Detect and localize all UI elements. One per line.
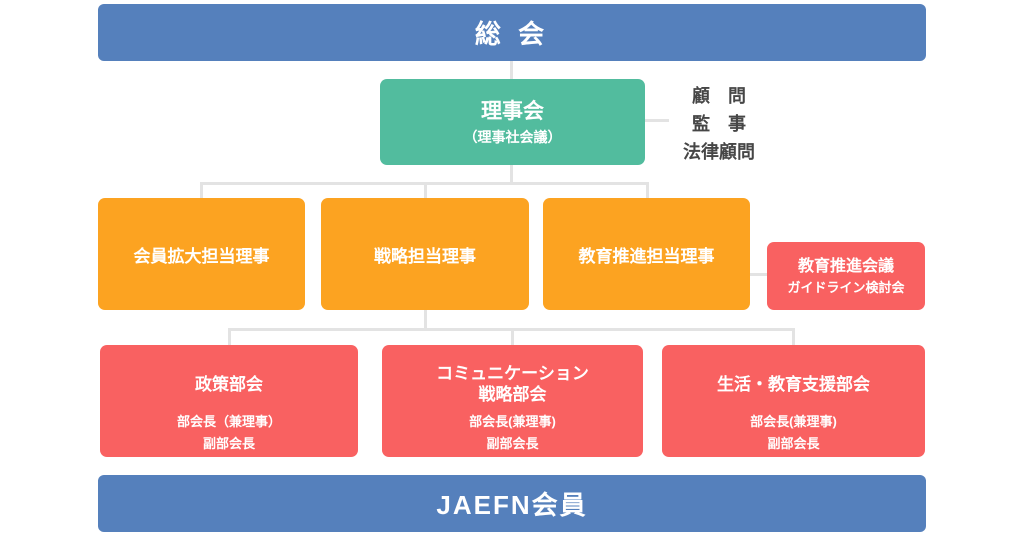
director-label: 教育推進担当理事 [578, 246, 715, 266]
director-box-strategy: 戦略担当理事 [321, 198, 529, 310]
committee-title: コミュニケーション 戦略部会 [436, 359, 589, 409]
committee-member-line: 部会長（兼理事） [176, 414, 281, 429]
general-assembly-bar: 総 会 [98, 4, 926, 61]
committee-title: 政策部会 [195, 359, 263, 409]
committee-title: 生活・教育支援部会 [717, 359, 870, 409]
committee-member-line: 部会長(兼理事) [469, 414, 556, 429]
board-subtitle: （理事社会議） [463, 128, 562, 145]
committee-title-line: 政策部会 [195, 374, 263, 394]
committee-title-line: コミュニケーション [436, 364, 589, 383]
connector-board-drop [510, 165, 513, 182]
education-council-box: 教育推進会議 ガイドライン検討会 [767, 242, 925, 310]
advisor-line: 法律顧問 [683, 142, 755, 162]
committee-box-policy: 政策部会 部会長（兼理事） 副部会長 [100, 345, 358, 457]
members-bar: JAEFN会員 [98, 475, 926, 532]
education-council-subtitle: ガイドライン検討会 [787, 279, 905, 295]
members-label: JAEFN会員 [436, 490, 588, 520]
committee-member-line: 副部会長 [486, 436, 539, 451]
board-box: 理事会 （理事社会議） [380, 79, 645, 165]
connector-drop-director-1 [200, 182, 203, 198]
committee-members: 部会長(兼理事) 副部会長 [750, 411, 837, 455]
education-council-title: 教育推進会議 [797, 257, 894, 275]
committee-box-life-education: 生活・教育支援部会 部会長(兼理事) 副部会長 [662, 345, 925, 457]
committee-members: 部会長（兼理事） 副部会長 [177, 411, 281, 455]
advisors-list: 顧 問 監 事 法律顧問 [663, 82, 775, 166]
advisor-line: 顧 問 [692, 86, 746, 106]
committee-member-line: 副部会長 [202, 436, 255, 451]
committee-members: 部会長(兼理事) 副部会長 [469, 411, 556, 455]
connector-drop-director-2 [424, 182, 427, 198]
connector-drop-committee-1 [228, 328, 231, 345]
general-assembly-label: 総 会 [474, 19, 550, 49]
committee-title-line: 生活・教育支援部会 [717, 374, 870, 394]
committee-member-line: 部会長(兼理事) [750, 414, 837, 429]
advisor-line: 監 事 [692, 114, 746, 134]
connector-director-sidebox [750, 273, 767, 276]
director-label: 会員拡大担当理事 [133, 246, 270, 266]
director-label: 戦略担当理事 [374, 246, 476, 266]
committee-member-line: 副部会長 [767, 436, 820, 451]
director-box-education: 教育推進担当理事 [543, 198, 750, 310]
committee-title-line: 戦略部会 [478, 385, 547, 404]
connector-drop-committee-2 [511, 328, 514, 345]
committee-box-communication: コミュニケーション 戦略部会 部会長(兼理事) 副部会長 [382, 345, 643, 457]
connector-drop-director-3 [646, 182, 649, 198]
director-box-membership: 会員拡大担当理事 [98, 198, 305, 310]
board-title: 理事会 [481, 99, 544, 123]
connector-assembly-board [510, 61, 513, 79]
connector-board-advisors [645, 119, 669, 122]
connector-strategy-drop [424, 310, 427, 328]
connector-drop-committee-3 [792, 328, 795, 345]
